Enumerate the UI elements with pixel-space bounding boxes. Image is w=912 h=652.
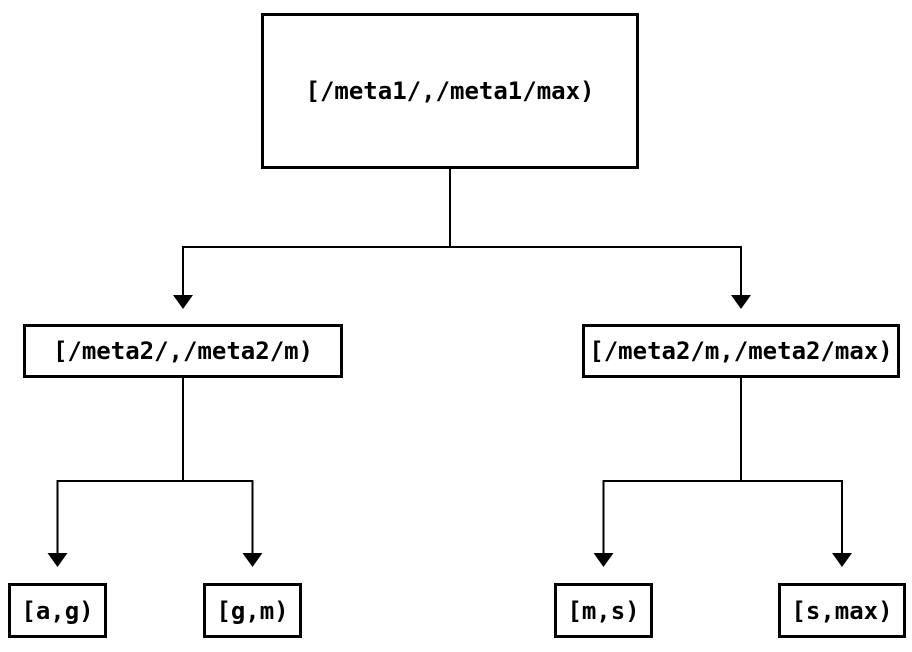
tree-node-root: [/meta1/,/meta1/max) xyxy=(261,13,639,169)
node-label: [/meta1/,/meta1/max) xyxy=(305,77,595,105)
edge-right-to-leaves xyxy=(602,378,843,554)
node-label: [/meta2/,/meta2/m) xyxy=(52,337,314,365)
node-label: [m,s) xyxy=(567,596,640,625)
tree-leaf-s-max: [s,max) xyxy=(778,583,906,638)
edge-left-to-leaves xyxy=(56,378,254,554)
edge-root-to-level2 xyxy=(182,168,742,296)
tree-node-meta2-upper: [/meta2/m,/meta2/max) xyxy=(582,324,900,378)
node-label: [g,m) xyxy=(216,596,289,625)
arrowhead-down-icon xyxy=(731,295,751,309)
arrowhead-down-icon xyxy=(173,295,193,309)
node-label: [a,g) xyxy=(21,596,94,625)
tree-node-meta2-lower: [/meta2/,/meta2/m) xyxy=(23,324,343,378)
node-label: [/meta2/m,/meta2/max) xyxy=(589,337,893,365)
arrowhead-down-icon xyxy=(47,553,68,567)
tree-leaf-m-s: [m,s) xyxy=(554,583,653,638)
arrowhead-down-icon xyxy=(832,553,852,567)
tree-leaf-g-m: [g,m) xyxy=(203,583,302,638)
arrowhead-down-icon xyxy=(242,553,263,567)
tree-leaf-a-g: [a,g) xyxy=(8,583,107,638)
node-label: [s,max) xyxy=(791,596,893,625)
arrowhead-down-icon xyxy=(593,553,614,567)
